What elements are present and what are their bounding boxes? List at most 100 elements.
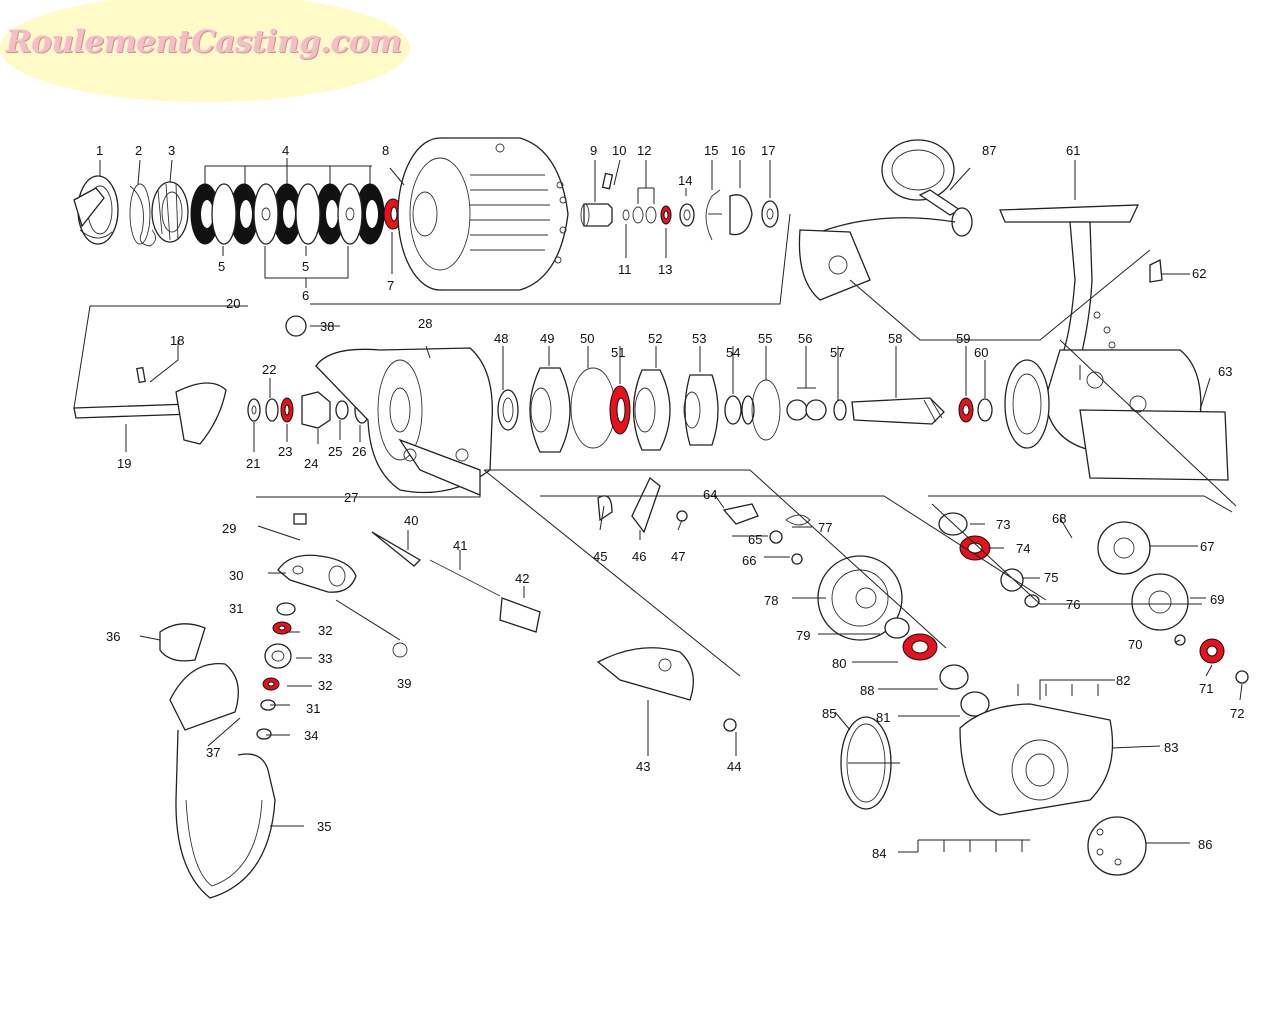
label-56: 56 <box>798 331 812 346</box>
label-44: 44 <box>727 759 741 774</box>
label-65: 65 <box>748 532 762 547</box>
label-58: 58 <box>888 331 902 346</box>
label-3: 3 <box>168 143 175 158</box>
label-16: 16 <box>731 143 745 158</box>
label-46: 46 <box>632 549 646 564</box>
label-82: 82 <box>1116 673 1130 688</box>
label-32a: 32 <box>318 623 332 638</box>
part-5-metal-washers <box>211 183 363 245</box>
label-12: 12 <box>637 143 651 158</box>
label-51: 51 <box>611 345 625 360</box>
label-87: 87 <box>982 143 996 158</box>
label-4: 4 <box>282 143 289 158</box>
label-29: 29 <box>222 521 236 536</box>
label-47: 47 <box>671 549 685 564</box>
label-86: 86 <box>1198 837 1212 852</box>
label-7: 7 <box>387 278 394 293</box>
part-1-drag-knob <box>73 175 119 245</box>
label-74: 74 <box>1016 541 1030 556</box>
label-48: 48 <box>494 331 508 346</box>
label-5b: 5 <box>302 259 309 274</box>
label-67: 67 <box>1200 539 1214 554</box>
reel-body-61-63 <box>999 204 1229 481</box>
label-77: 77 <box>818 520 832 535</box>
label-35: 35 <box>317 819 331 834</box>
rotor-assembly <box>73 315 993 496</box>
label-37: 37 <box>206 745 220 760</box>
label-60: 60 <box>974 345 988 360</box>
label-31a: 31 <box>229 601 243 616</box>
bail-assembly <box>159 476 737 899</box>
label-76: 76 <box>1066 597 1080 612</box>
label-68: 68 <box>1052 511 1066 526</box>
part-3-holder <box>151 181 189 243</box>
label-73: 73 <box>996 517 1010 532</box>
label-80: 80 <box>832 656 846 671</box>
label-38: 38 <box>320 319 334 334</box>
spool-shaft-small-parts <box>580 172 779 241</box>
label-27: 27 <box>344 490 358 505</box>
label-24: 24 <box>304 456 318 471</box>
label-5a: 5 <box>218 259 225 274</box>
label-72: 72 <box>1230 706 1244 721</box>
watermark-logo: RoulementCasting.com <box>0 0 420 102</box>
label-19: 19 <box>117 456 131 471</box>
label-57: 57 <box>830 345 844 360</box>
label-53: 53 <box>692 331 706 346</box>
watermark-text: RoulementCasting.com <box>6 24 402 60</box>
spool-drag-assembly <box>73 137 779 291</box>
label-88: 88 <box>860 683 874 698</box>
label-8: 8 <box>382 143 389 158</box>
label-83: 83 <box>1164 740 1178 755</box>
label-59: 59 <box>956 331 970 346</box>
label-69: 69 <box>1210 592 1224 607</box>
label-84: 84 <box>872 846 886 861</box>
label-85: 85 <box>822 706 836 721</box>
part-7-bearing <box>383 198 403 230</box>
label-41: 41 <box>453 538 467 553</box>
label-11: 11 <box>618 262 632 277</box>
label-71: 71 <box>1199 681 1213 696</box>
label-32b: 32 <box>318 678 332 693</box>
label-70: 70 <box>1128 637 1142 652</box>
label-20: 20 <box>226 296 240 311</box>
label-18: 18 <box>170 333 184 348</box>
label-45: 45 <box>593 549 607 564</box>
label-52: 52 <box>648 331 662 346</box>
label-25: 25 <box>328 444 342 459</box>
label-34: 34 <box>304 728 318 743</box>
label-21: 21 <box>246 456 260 471</box>
label-28: 28 <box>418 316 432 331</box>
watermark-ellipse <box>0 0 410 102</box>
label-78: 78 <box>764 593 778 608</box>
label-79: 79 <box>796 628 810 643</box>
label-15: 15 <box>704 143 718 158</box>
label-33: 33 <box>318 651 332 666</box>
label-43: 43 <box>636 759 650 774</box>
label-42: 42 <box>515 571 529 586</box>
label-17: 17 <box>761 143 775 158</box>
label-36: 36 <box>106 629 120 644</box>
label-2: 2 <box>135 143 142 158</box>
label-50: 50 <box>580 331 594 346</box>
label-14: 14 <box>678 173 692 188</box>
label-9: 9 <box>590 143 597 158</box>
label-75: 75 <box>1044 570 1058 585</box>
assembly-guide-lines <box>483 249 1237 677</box>
label-55: 55 <box>758 331 772 346</box>
label-39: 39 <box>397 676 411 691</box>
label-63: 63 <box>1218 364 1232 379</box>
label-1: 1 <box>96 143 103 158</box>
label-13: 13 <box>658 262 672 277</box>
label-62: 62 <box>1192 266 1206 281</box>
label-22: 22 <box>262 362 276 377</box>
label-6: 6 <box>302 288 309 303</box>
handle-assembly <box>798 139 973 301</box>
label-31b: 31 <box>306 701 320 716</box>
part-2-clip <box>129 185 156 247</box>
label-40: 40 <box>404 513 418 528</box>
label-81: 81 <box>876 710 890 725</box>
label-23: 23 <box>278 444 292 459</box>
label-30: 30 <box>229 568 243 583</box>
